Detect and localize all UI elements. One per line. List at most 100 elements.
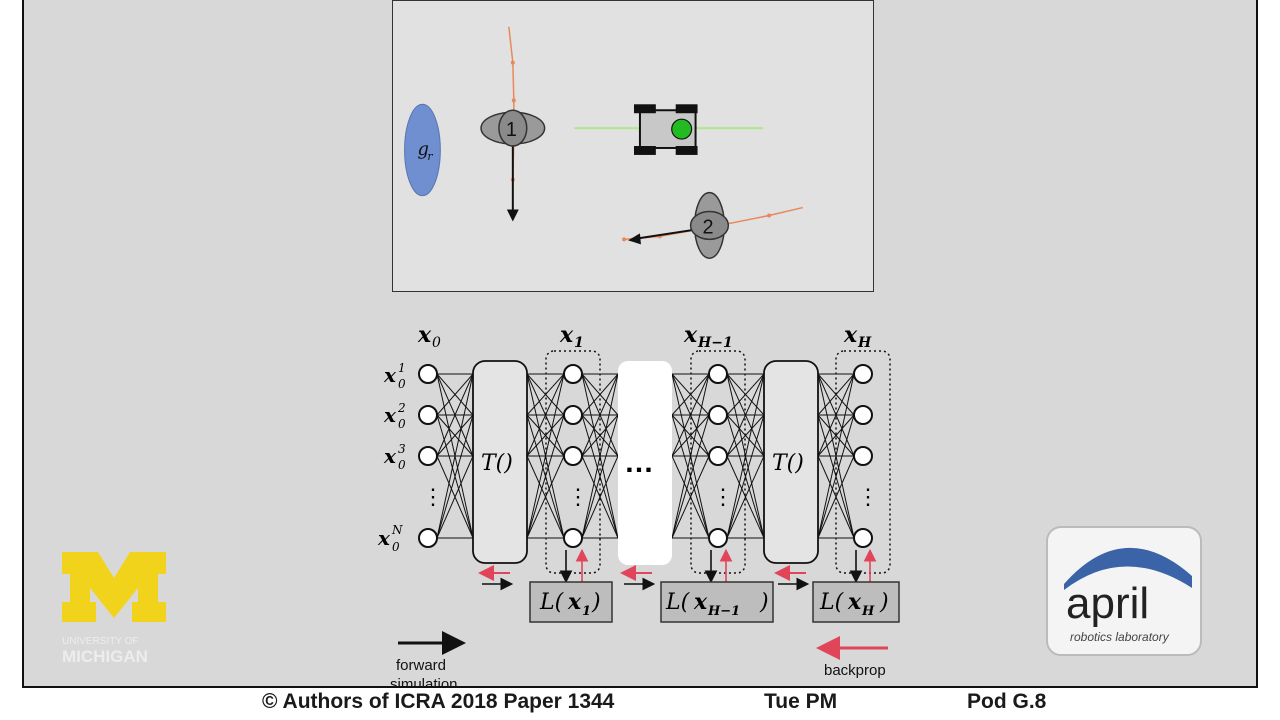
connection-line: [526, 373, 565, 416]
state-node: [563, 528, 583, 548]
svg-text:H: H: [861, 604, 875, 619]
network-connections: [436, 373, 855, 539]
transition-block-1: [472, 360, 528, 564]
svg-text:x: x: [693, 589, 708, 615]
state-node: [563, 364, 583, 384]
svg-text:L(: L(: [539, 590, 564, 615]
input-vertical-ellipsis: ⋮: [422, 484, 444, 509]
ellipsis-label: …: [624, 446, 654, 479]
agent-2: 2: [689, 191, 730, 259]
connection-line: [726, 414, 765, 457]
connection-line: [671, 455, 710, 539]
state-node: [853, 446, 873, 466]
connection-line: [817, 373, 855, 416]
svg-text:2: 2: [397, 401, 406, 415]
connection-line: [817, 373, 855, 539]
goal-region: g r: [404, 103, 441, 197]
svg-text:UNIVERSITY OF: UNIVERSITY OF: [62, 636, 139, 647]
state-node: [418, 364, 438, 384]
svg-text:x: x: [383, 403, 397, 427]
input-label-3: x 3 0: [383, 442, 406, 472]
small-flow-arrows: [478, 565, 810, 591]
session-caption: Tue PM: [764, 690, 838, 713]
connection-line: [726, 373, 765, 539]
svg-text:x: x: [843, 322, 858, 348]
connection-line: [726, 373, 765, 416]
agent-2-label: 2: [703, 216, 714, 238]
svg-text:1: 1: [574, 335, 584, 351]
connection-line: [581, 373, 619, 457]
svg-text:0: 0: [398, 417, 406, 431]
connection-line: [671, 414, 710, 539]
loss-box-x1: L( x 1 ): [529, 581, 613, 623]
state-node: [563, 405, 583, 425]
state-node: [853, 364, 873, 384]
simulation-panel: g r 1 2: [392, 0, 874, 292]
transition-label-1: T(): [481, 451, 513, 476]
connection-line: [526, 455, 565, 539]
connection-line: [671, 414, 710, 457]
svg-text:H−1: H−1: [707, 604, 740, 619]
connection-line: [817, 455, 855, 539]
loss-box-xh: L( x H ): [812, 581, 900, 623]
svg-text:N: N: [391, 523, 403, 537]
state-node: [418, 405, 438, 425]
svg-text:): ): [591, 590, 601, 615]
connection-line: [526, 373, 565, 457]
forward-label: forward: [396, 657, 446, 674]
connection-line: [436, 373, 474, 416]
backprop-label: backprop: [824, 662, 886, 679]
svg-text:x: x: [377, 526, 391, 550]
svg-text:MICHIGAN: MICHIGAN: [62, 647, 148, 666]
svg-text:x: x: [383, 363, 397, 387]
state-node: [853, 405, 873, 425]
umich-logo: UNIVERSITY OF MICHIGAN: [62, 552, 166, 666]
svg-text:0: 0: [432, 335, 441, 351]
transition-label-2: T(): [772, 451, 804, 476]
state-header-xh: x H: [843, 322, 872, 351]
svg-text:x: x: [383, 444, 397, 468]
state-header-x1: x 1: [559, 322, 584, 351]
input-label-1: x 1 0: [383, 361, 406, 391]
svg-text:H−1: H−1: [697, 335, 733, 351]
connection-line: [671, 373, 710, 539]
loss-arrows: [559, 548, 877, 584]
connection-line: [436, 373, 474, 539]
svg-text:L(: L(: [819, 590, 844, 615]
xh-1-vertical-ellipsis: ⋮: [712, 484, 734, 509]
state-node: [708, 446, 728, 466]
block-m-icon: [62, 552, 166, 622]
state-node: [708, 364, 728, 384]
connection-line: [817, 414, 855, 457]
state-node: [563, 446, 583, 466]
goal-label: g: [417, 139, 428, 160]
state-node: [418, 446, 438, 466]
network-nodes: [418, 364, 873, 548]
goal-subscript: r: [427, 150, 433, 163]
connection-line: [526, 373, 565, 539]
connection-line: [671, 373, 710, 416]
state-node: [418, 528, 438, 548]
agent-1-label: 1: [506, 119, 517, 141]
svg-text:H: H: [857, 335, 872, 351]
connection-line: [726, 455, 765, 539]
svg-text:0: 0: [392, 540, 400, 554]
connection-line: [436, 414, 474, 539]
state-node: [708, 528, 728, 548]
caption-bar: [0, 688, 1280, 720]
svg-text:x: x: [417, 322, 432, 348]
network-diagram: x 0 x 1 x H−1 x H x 1 0 x 2 0 x 3 0 ⋮ x …: [377, 322, 900, 688]
loss-box-xh-1: L( x H−1 ): [660, 581, 774, 623]
svg-text:L(: L(: [665, 590, 690, 615]
ellipsis-block: [618, 361, 672, 565]
state-node: [708, 405, 728, 425]
connection-line: [526, 414, 565, 457]
connection-line: [581, 414, 619, 457]
connection-line: [671, 373, 710, 457]
connection-line: [581, 455, 619, 539]
transition-block-2: [763, 360, 819, 564]
x1-vertical-ellipsis: ⋮: [567, 484, 589, 509]
svg-text:x: x: [559, 322, 574, 348]
robot: [574, 104, 764, 155]
svg-text:0: 0: [398, 377, 406, 391]
